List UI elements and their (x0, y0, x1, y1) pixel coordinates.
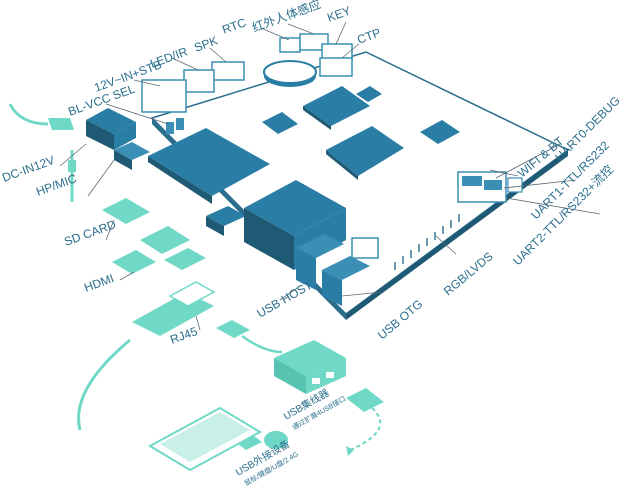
rtc-header (279, 37, 301, 53)
usb-otg-plug (346, 388, 384, 456)
otg-side-header (351, 237, 379, 259)
usb-host-plug (216, 320, 283, 354)
power-stb-header (141, 79, 187, 113)
led-ir-header (183, 69, 215, 93)
sd-card (102, 198, 150, 224)
hdmi-plug-1 (140, 226, 190, 254)
spk-header (211, 61, 245, 81)
label-key: KEY (325, 3, 352, 24)
label-rgb-lvds: RGB/LVDS (441, 249, 496, 298)
pmic-chip (262, 112, 298, 134)
usb-udisk (238, 436, 262, 450)
dc-plug (8, 103, 74, 130)
label-hdmi: HDMI (82, 271, 116, 295)
usb-host-ports (296, 234, 344, 290)
soc-chip (326, 126, 404, 180)
dc-jack (86, 108, 136, 150)
rgb-lvds-connector (394, 214, 460, 270)
usb-keyboard (147, 406, 263, 472)
usb-hub (274, 340, 346, 394)
memory-chip (303, 86, 370, 130)
hdmi-port (206, 206, 246, 236)
usb-mouse (264, 431, 288, 449)
hdmi-plug-2 (112, 248, 206, 274)
sd-slot (148, 128, 270, 204)
audio-chip (356, 86, 382, 102)
label-rtc: RTC (220, 15, 248, 37)
flash-chip (420, 120, 460, 144)
label-ctp: CTP (355, 25, 382, 46)
ctp-header (319, 57, 353, 77)
leader-lines (59, 21, 601, 331)
usb-otg-port (322, 256, 370, 306)
rj45-plug (77, 281, 216, 431)
label-sd-card: SD CARD (62, 217, 118, 249)
label-pir: 红外人体感应 (250, 0, 323, 35)
hp-mic-jack (114, 142, 150, 170)
label-usb-host: USB HOST (255, 277, 316, 320)
hp-mic-plug (68, 150, 76, 202)
label-usb-otg: USB OTG (375, 297, 425, 342)
label-spk: SPK (192, 33, 219, 54)
uart-headers (457, 171, 523, 203)
rtc-battery (263, 60, 317, 87)
bl-vcc-jumper (166, 118, 184, 134)
